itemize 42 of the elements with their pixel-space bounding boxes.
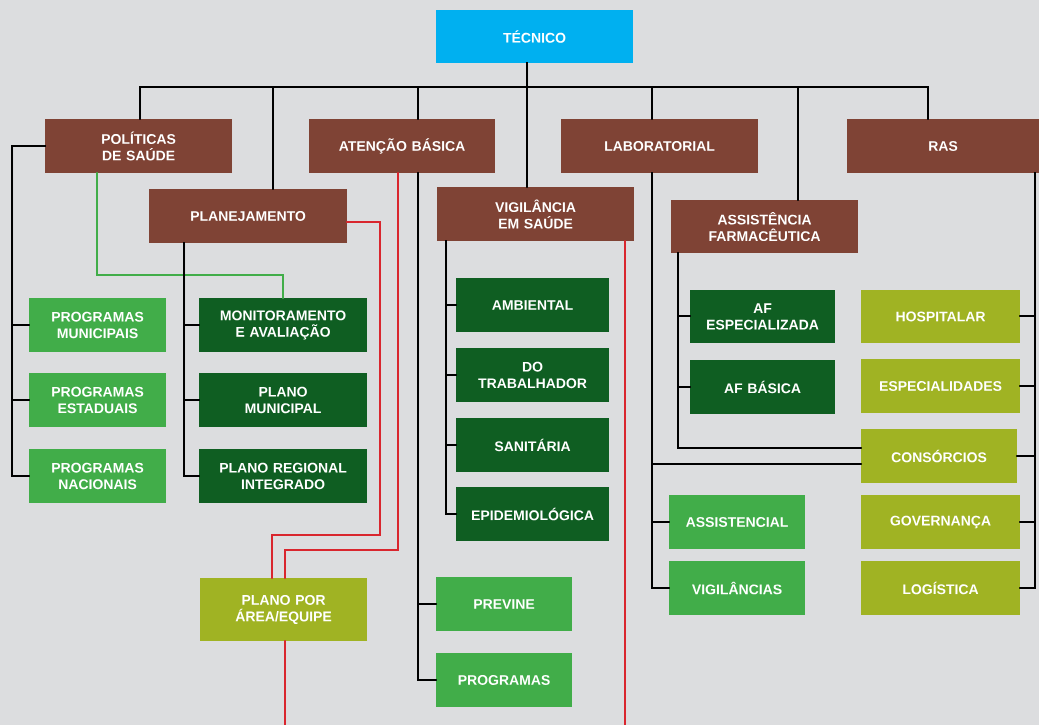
unit-box: SANITÁRIA (456, 418, 609, 472)
connector-line (445, 240, 457, 515)
connector-line (624, 240, 626, 725)
unit-box: ESPECIALIDADES (861, 359, 1020, 413)
unit-box: PLANO MUNICIPAL (199, 373, 367, 427)
connector-line (11, 145, 46, 477)
unit-box: AF BÁSICA (690, 360, 835, 414)
unit-box: HOSPITALAR (861, 290, 1020, 343)
department-box: ASSISTÊNCIA FARMACÊUTICA (671, 200, 858, 253)
unit-box: PROGRAMAS NACIONAIS (29, 449, 166, 503)
connector-line (96, 172, 284, 299)
top-box: TÉCNICO (436, 10, 633, 63)
unit-box: AMBIENTAL (456, 278, 609, 332)
unit-box: EPIDEMIOLÓGICA (456, 487, 609, 541)
unit-box: DO TRABALHADOR (456, 348, 609, 402)
unit-box: AF ESPECIALIZADA (690, 290, 835, 343)
connector-line (183, 242, 200, 477)
department-box: VIGILÂNCIA EM SAÚDE (437, 187, 634, 241)
department-box: RAS (847, 119, 1039, 173)
unit-box: VIGILÂNCIAS (669, 561, 805, 615)
unit-box: CONSÓRCIOS (861, 429, 1017, 483)
unit-box: PROGRAMAS (436, 653, 572, 707)
department-box: POLÍTICAS DE SAÚDE (45, 119, 232, 173)
department-box: LABORATORIAL (561, 119, 758, 173)
unit-box: PROGRAMAS ESTADUAIS (29, 373, 166, 427)
unit-box: LOGÍSTICA (861, 561, 1020, 615)
connector-line (271, 221, 381, 579)
connector-line (284, 172, 399, 579)
department-box: PLANEJAMENTO (149, 189, 347, 243)
unit-box: PLANO POR ÁREA/EQUIPE (200, 578, 367, 641)
unit-box: GOVERNANÇA (861, 495, 1020, 549)
unit-box: MONITORAMENTO E AVALIAÇÃO (199, 298, 367, 352)
unit-box: PLANO REGIONAL INTEGRADO (199, 449, 367, 503)
unit-box: ASSISTENCIAL (669, 495, 805, 549)
department-box: ATENÇÃO BÁSICA (309, 119, 495, 173)
connector-line (526, 62, 929, 120)
connector-line (677, 252, 862, 449)
connector-line (1019, 172, 1036, 589)
unit-box: PREVINE (436, 577, 572, 631)
unit-box: PROGRAMAS MUNICIPAIS (29, 298, 166, 352)
connector-line (284, 640, 286, 725)
connector-line (651, 172, 670, 589)
